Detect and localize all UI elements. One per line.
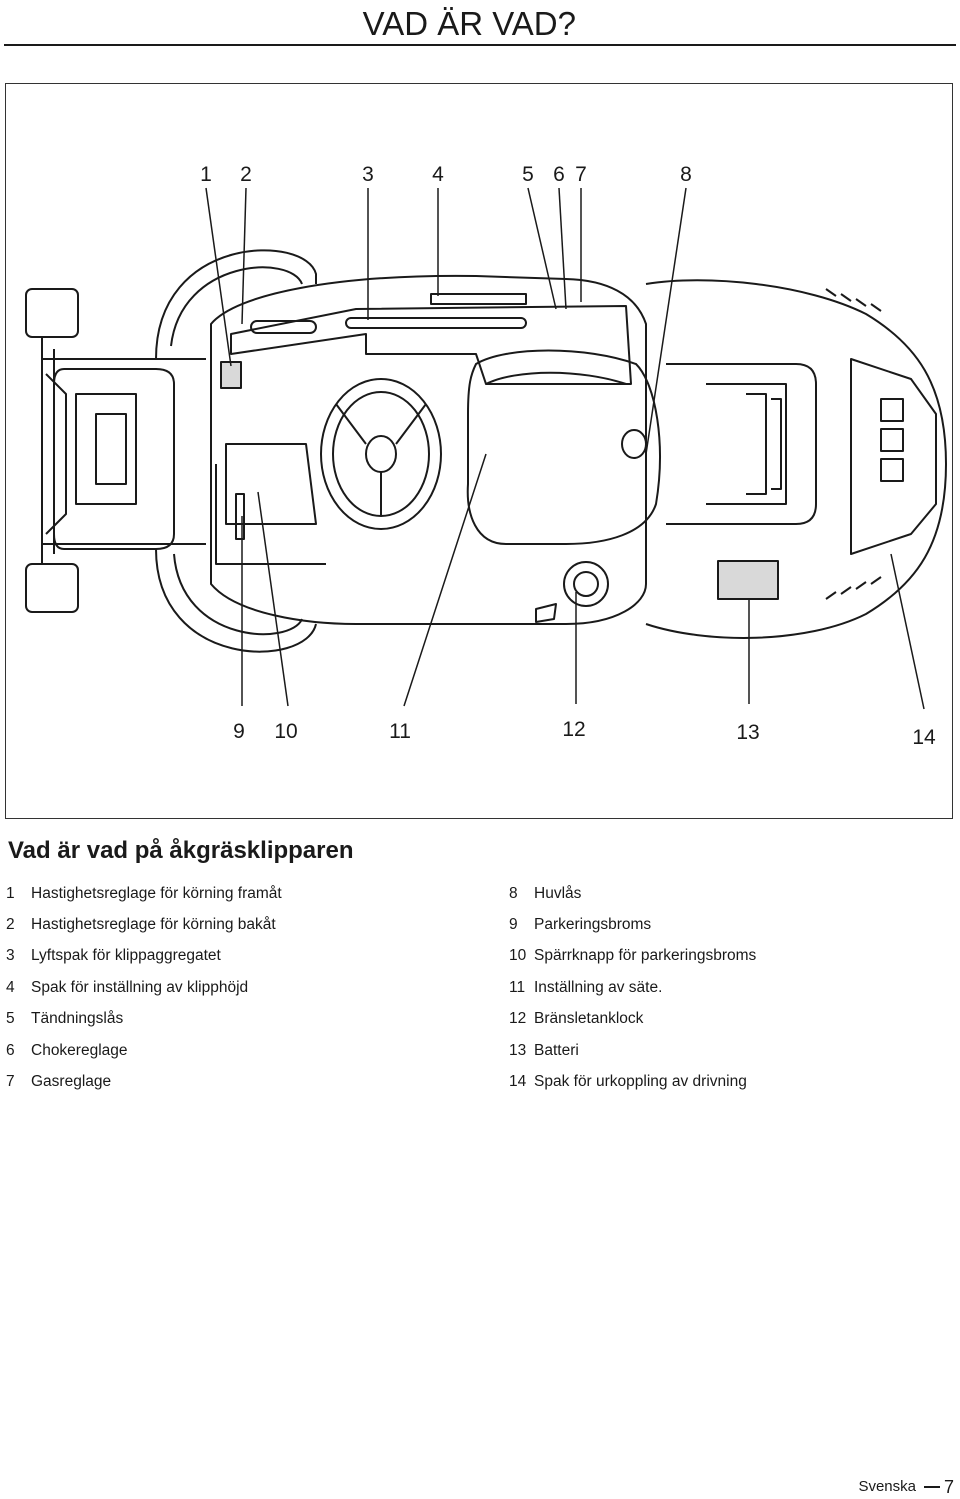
legend-number: 12 — [509, 1010, 527, 1028]
front-wheel-top — [25, 288, 79, 338]
callout-4: 4 — [432, 163, 444, 186]
callout-7: 7 — [575, 163, 587, 186]
legend-item: 3 Lyftspak för klippaggregatet — [6, 941, 282, 972]
legend-item: 14 Spak för urkoppling av drivning — [509, 1066, 756, 1097]
legend-label: Bränsletanklock — [534, 1010, 644, 1028]
page-title: VAD ÄR VAD? — [362, 5, 576, 42]
page-number: 7 — [943, 1477, 954, 1497]
callout-3: 3 — [362, 163, 374, 186]
mower-diagram-figure: 1 2 3 4 5 6 7 8 9 10 11 12 13 14 — [5, 83, 953, 819]
callout-8: 8 — [680, 163, 692, 186]
legend-item: 13 Batteri — [509, 1035, 756, 1066]
mower-top-view-drawing: 1 2 3 4 5 6 7 8 9 10 11 12 13 14 — [25, 163, 947, 749]
callout-5: 5 — [522, 163, 534, 186]
callout-9: 9 — [233, 720, 245, 743]
legend-label: Tändningslås — [31, 1010, 124, 1028]
legend-number: 3 — [6, 947, 15, 965]
callout-2: 2 — [240, 163, 252, 186]
legend-item: 7 Gasreglage — [6, 1066, 282, 1097]
legend-item: 2 Hastighetsreglage för körning bakåt — [6, 909, 282, 940]
legend-label: Batteri — [534, 1041, 579, 1059]
legend-label: Huvlås — [534, 884, 582, 902]
callout-1: 1 — [200, 163, 212, 186]
legend-number: 1 — [6, 884, 15, 902]
legend-right-column: 8 Huvlås 9 Parkeringsbroms 10 Spärrknapp fö… — [509, 878, 756, 1098]
callout-6: 6 — [553, 163, 565, 186]
callout-12: 12 — [562, 718, 585, 741]
legend-label: Parkeringsbroms — [534, 916, 652, 934]
callout-14: 14 — [912, 726, 936, 749]
legend-number: 4 — [6, 978, 15, 996]
legend-number: 11 — [509, 978, 526, 996]
legend-number: 7 — [6, 1073, 15, 1091]
leader-lines — [205, 187, 925, 710]
legend-number: 13 — [509, 1041, 527, 1059]
legend-number: 5 — [6, 1010, 15, 1028]
legend-label: Spak för inställning av klipphöjd — [31, 978, 249, 996]
legend-number: 6 — [6, 1041, 15, 1059]
legend-number: 14 — [509, 1073, 527, 1091]
legend-label: Spak för urkoppling av drivning — [534, 1073, 747, 1091]
legend-label: Lyftspak för klippaggregatet — [31, 947, 221, 965]
front-wheel-bottom — [25, 563, 79, 613]
title-rule — [4, 44, 956, 46]
section-heading: Vad är vad på åkgräsklipparen — [8, 837, 354, 864]
legend-item: 9 Parkeringsbroms — [509, 909, 756, 940]
legend-item: 1 Hastighetsreglage för körning framåt — [6, 878, 282, 909]
legend-label: Gasreglage — [31, 1073, 112, 1091]
legend-label: Inställning av säte. — [534, 978, 663, 996]
legend-item: 4 Spak för inställning av klipphöjd — [6, 972, 282, 1003]
callout-10: 10 — [274, 720, 297, 743]
legend-item: 8 Huvlås — [509, 878, 756, 909]
legend-label: Chokereglage — [31, 1041, 128, 1059]
legend-label: Spärrknapp för parkeringsbroms — [534, 947, 757, 965]
callout-11: 11 — [389, 720, 411, 743]
legend-item: 12 Bränsletanklock — [509, 1004, 756, 1035]
footer-language: Svenska — [858, 1478, 916, 1495]
legend-label: Hastighetsreglage för körning framåt — [31, 884, 282, 902]
legend-number: 9 — [509, 916, 518, 934]
legend-number: 8 — [509, 884, 518, 902]
legend-item: 6 Chokereglage — [6, 1035, 282, 1066]
legend-item: 11 Inställning av säte. — [509, 972, 756, 1003]
legend-label: Hastighetsreglage för körning bakåt — [31, 916, 276, 934]
footer-rule — [923, 1486, 940, 1488]
page-footer: Svenska 7 — [858, 1478, 954, 1496]
legend-item: 10 Spärrknapp för parkeringsbroms — [509, 941, 756, 972]
legend-number: 10 — [509, 947, 527, 965]
callout-13: 13 — [736, 721, 759, 744]
legend-item: 5 Tändningslås — [6, 1004, 282, 1035]
legend-number: 2 — [6, 916, 15, 934]
